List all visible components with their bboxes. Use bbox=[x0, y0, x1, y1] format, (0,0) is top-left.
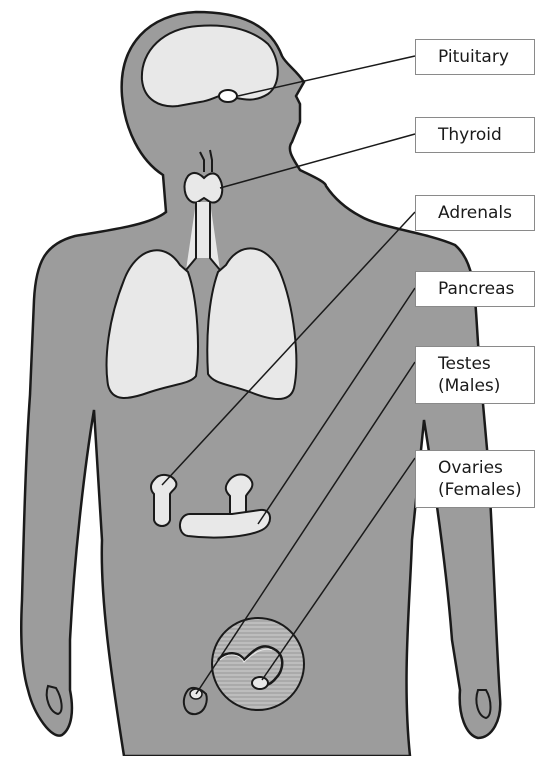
thyroid-gland bbox=[185, 173, 223, 203]
ovary bbox=[252, 677, 268, 689]
label-adrenals-text: Adrenals bbox=[438, 202, 534, 224]
label-thyroid-text: Thyroid bbox=[438, 124, 534, 146]
label-pancreas-text: Pancreas bbox=[438, 278, 534, 300]
label-pancreas: Pancreas bbox=[415, 271, 535, 307]
label-adrenals: Adrenals bbox=[415, 195, 535, 231]
label-ovaries: Ovaries (Females) bbox=[415, 450, 535, 508]
label-testes-line2: (Males) bbox=[438, 375, 534, 397]
label-testes-line1: Testes bbox=[438, 353, 534, 375]
label-pituitary: Pituitary bbox=[415, 39, 535, 75]
label-ovaries-line2: (Females) bbox=[438, 479, 534, 501]
pelvic-inset bbox=[212, 618, 304, 710]
label-testes: Testes (Males) bbox=[415, 346, 535, 404]
pituitary-gland bbox=[219, 90, 237, 102]
label-thyroid: Thyroid bbox=[415, 117, 535, 153]
label-ovaries-line1: Ovaries bbox=[438, 457, 534, 479]
brain-shape bbox=[142, 26, 278, 107]
label-pituitary-text: Pituitary bbox=[438, 46, 534, 68]
